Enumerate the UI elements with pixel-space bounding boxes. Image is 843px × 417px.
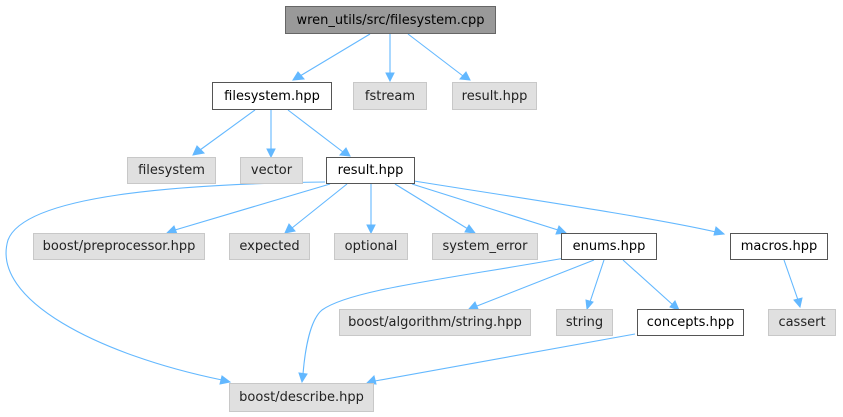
node-boost-algorithm-string: boost/algorithm/string.hpp <box>339 309 531 336</box>
node-concepts-hpp[interactable]: concepts.hpp <box>637 309 744 336</box>
edge-root-to-result-hpp-top <box>407 33 471 81</box>
edge-enums-hpp-to-string <box>585 259 605 311</box>
node-system-error: system_error <box>432 233 538 260</box>
node-string: string <box>556 309 613 336</box>
node-vector: vector <box>240 157 303 184</box>
edge-root-to-filesystem-hpp <box>292 33 371 81</box>
node-result-hpp-top: result.hpp <box>452 82 537 110</box>
edge-concepts-hpp-to-boost-describe <box>365 333 636 385</box>
edge-result-hpp-to-boost-preprocessor <box>165 183 331 235</box>
node-root-file[interactable]: wren_utils/src/filesystem.cpp <box>285 6 496 34</box>
edge-macros-hpp-to-cassert <box>783 259 803 309</box>
edge-filesystem-hpp-to-result-hpp <box>287 109 351 157</box>
edge-result-hpp-to-macros-hpp <box>413 180 726 236</box>
edge-result-hpp-to-optional <box>366 184 376 235</box>
node-cassert: cassert <box>768 309 836 336</box>
node-filesystem: filesystem <box>127 157 216 184</box>
node-enums-hpp[interactable]: enums.hpp <box>561 233 657 260</box>
edge-enums-hpp-to-concepts-hpp <box>622 259 680 311</box>
edge-root-to-fstream <box>385 34 395 83</box>
edge-enums-hpp-to-boost-algorithm-string <box>467 259 595 310</box>
node-filesystem-hpp[interactable]: filesystem.hpp <box>212 82 332 110</box>
edge-enums-hpp-to-boost-describe <box>298 257 566 384</box>
node-macros-hpp[interactable]: macros.hpp <box>730 233 828 260</box>
node-fstream: fstream <box>353 82 427 110</box>
node-boost-preprocessor: boost/preprocessor.hpp <box>33 233 205 260</box>
node-expected: expected <box>229 233 310 260</box>
edge-result-hpp-to-system-error <box>394 183 477 234</box>
node-boost-describe: boost/describe.hpp <box>229 383 374 412</box>
edge-result-hpp-to-boost-describe <box>5 181 326 385</box>
node-result-hpp[interactable]: result.hpp <box>326 157 415 184</box>
edge-filesystem-hpp-to-filesystem <box>192 109 256 156</box>
node-optional: optional <box>334 233 408 260</box>
edge-filesystem-hpp-to-vector <box>266 110 276 159</box>
edge-result-hpp-to-expected <box>284 183 348 234</box>
